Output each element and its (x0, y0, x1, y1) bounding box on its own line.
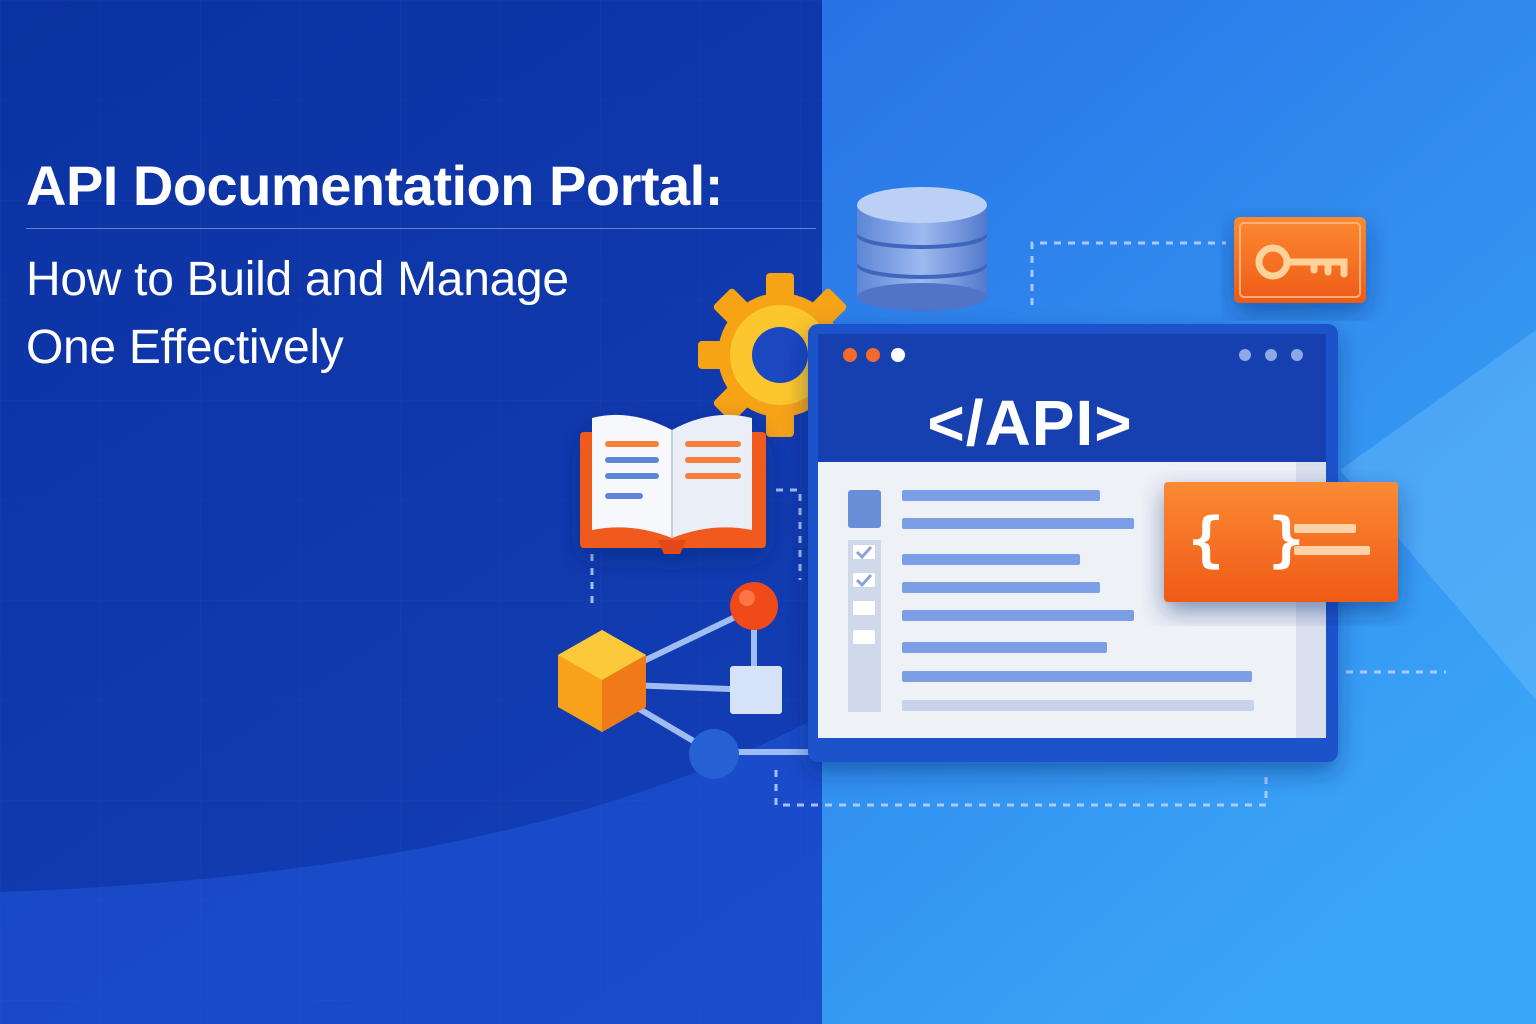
network-graph-icon (558, 582, 810, 779)
api-window-title: </API> (927, 387, 1133, 459)
page-title: API Documentation Portal: (26, 154, 723, 217)
code-brackets-icon (1164, 482, 1398, 602)
key-icon (1234, 217, 1366, 303)
page-subtitle-line-2: One Effectively (26, 321, 344, 374)
code-brackets-label: { } (1188, 505, 1309, 575)
title-divider (26, 228, 816, 229)
page-subtitle-line-1: How to Build and Manage (26, 253, 569, 306)
book-icon (580, 414, 766, 554)
database-icon (857, 187, 987, 311)
